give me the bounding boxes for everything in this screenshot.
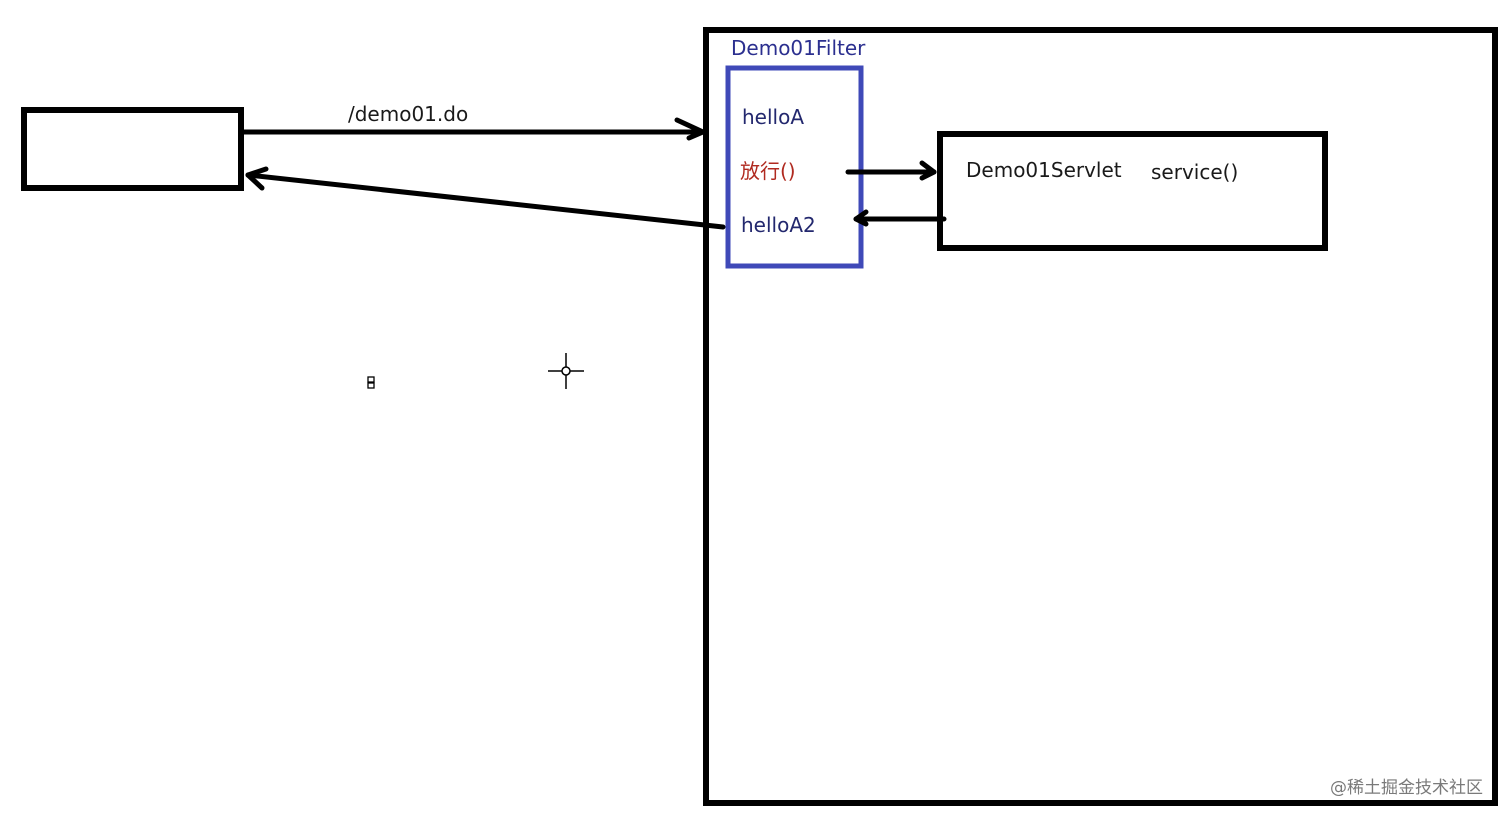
watermark: @稀土掘金技术社区 <box>1330 778 1483 798</box>
filter-item-pass: 放行() <box>740 159 796 183</box>
servlet-box <box>937 131 1328 251</box>
return-arrow <box>853 209 947 227</box>
servlet-method: service() <box>1151 160 1239 184</box>
filter-item-hello-a2: helloA2 <box>741 213 816 237</box>
pass-arrow <box>845 160 937 181</box>
container-box <box>703 27 1498 806</box>
filter-title: Demo01Filter <box>731 36 866 60</box>
client-box <box>21 107 244 191</box>
text-cursor-icon <box>367 376 375 389</box>
filter-box <box>725 65 864 269</box>
servlet-title: Demo01Servlet <box>966 158 1122 182</box>
request-url-label: /demo01.do <box>348 102 469 126</box>
request-arrow <box>238 117 706 141</box>
response-arrow <box>245 166 726 230</box>
filter-item-hello-a: helloA <box>742 105 805 129</box>
crosshair-cursor-icon <box>548 353 584 389</box>
